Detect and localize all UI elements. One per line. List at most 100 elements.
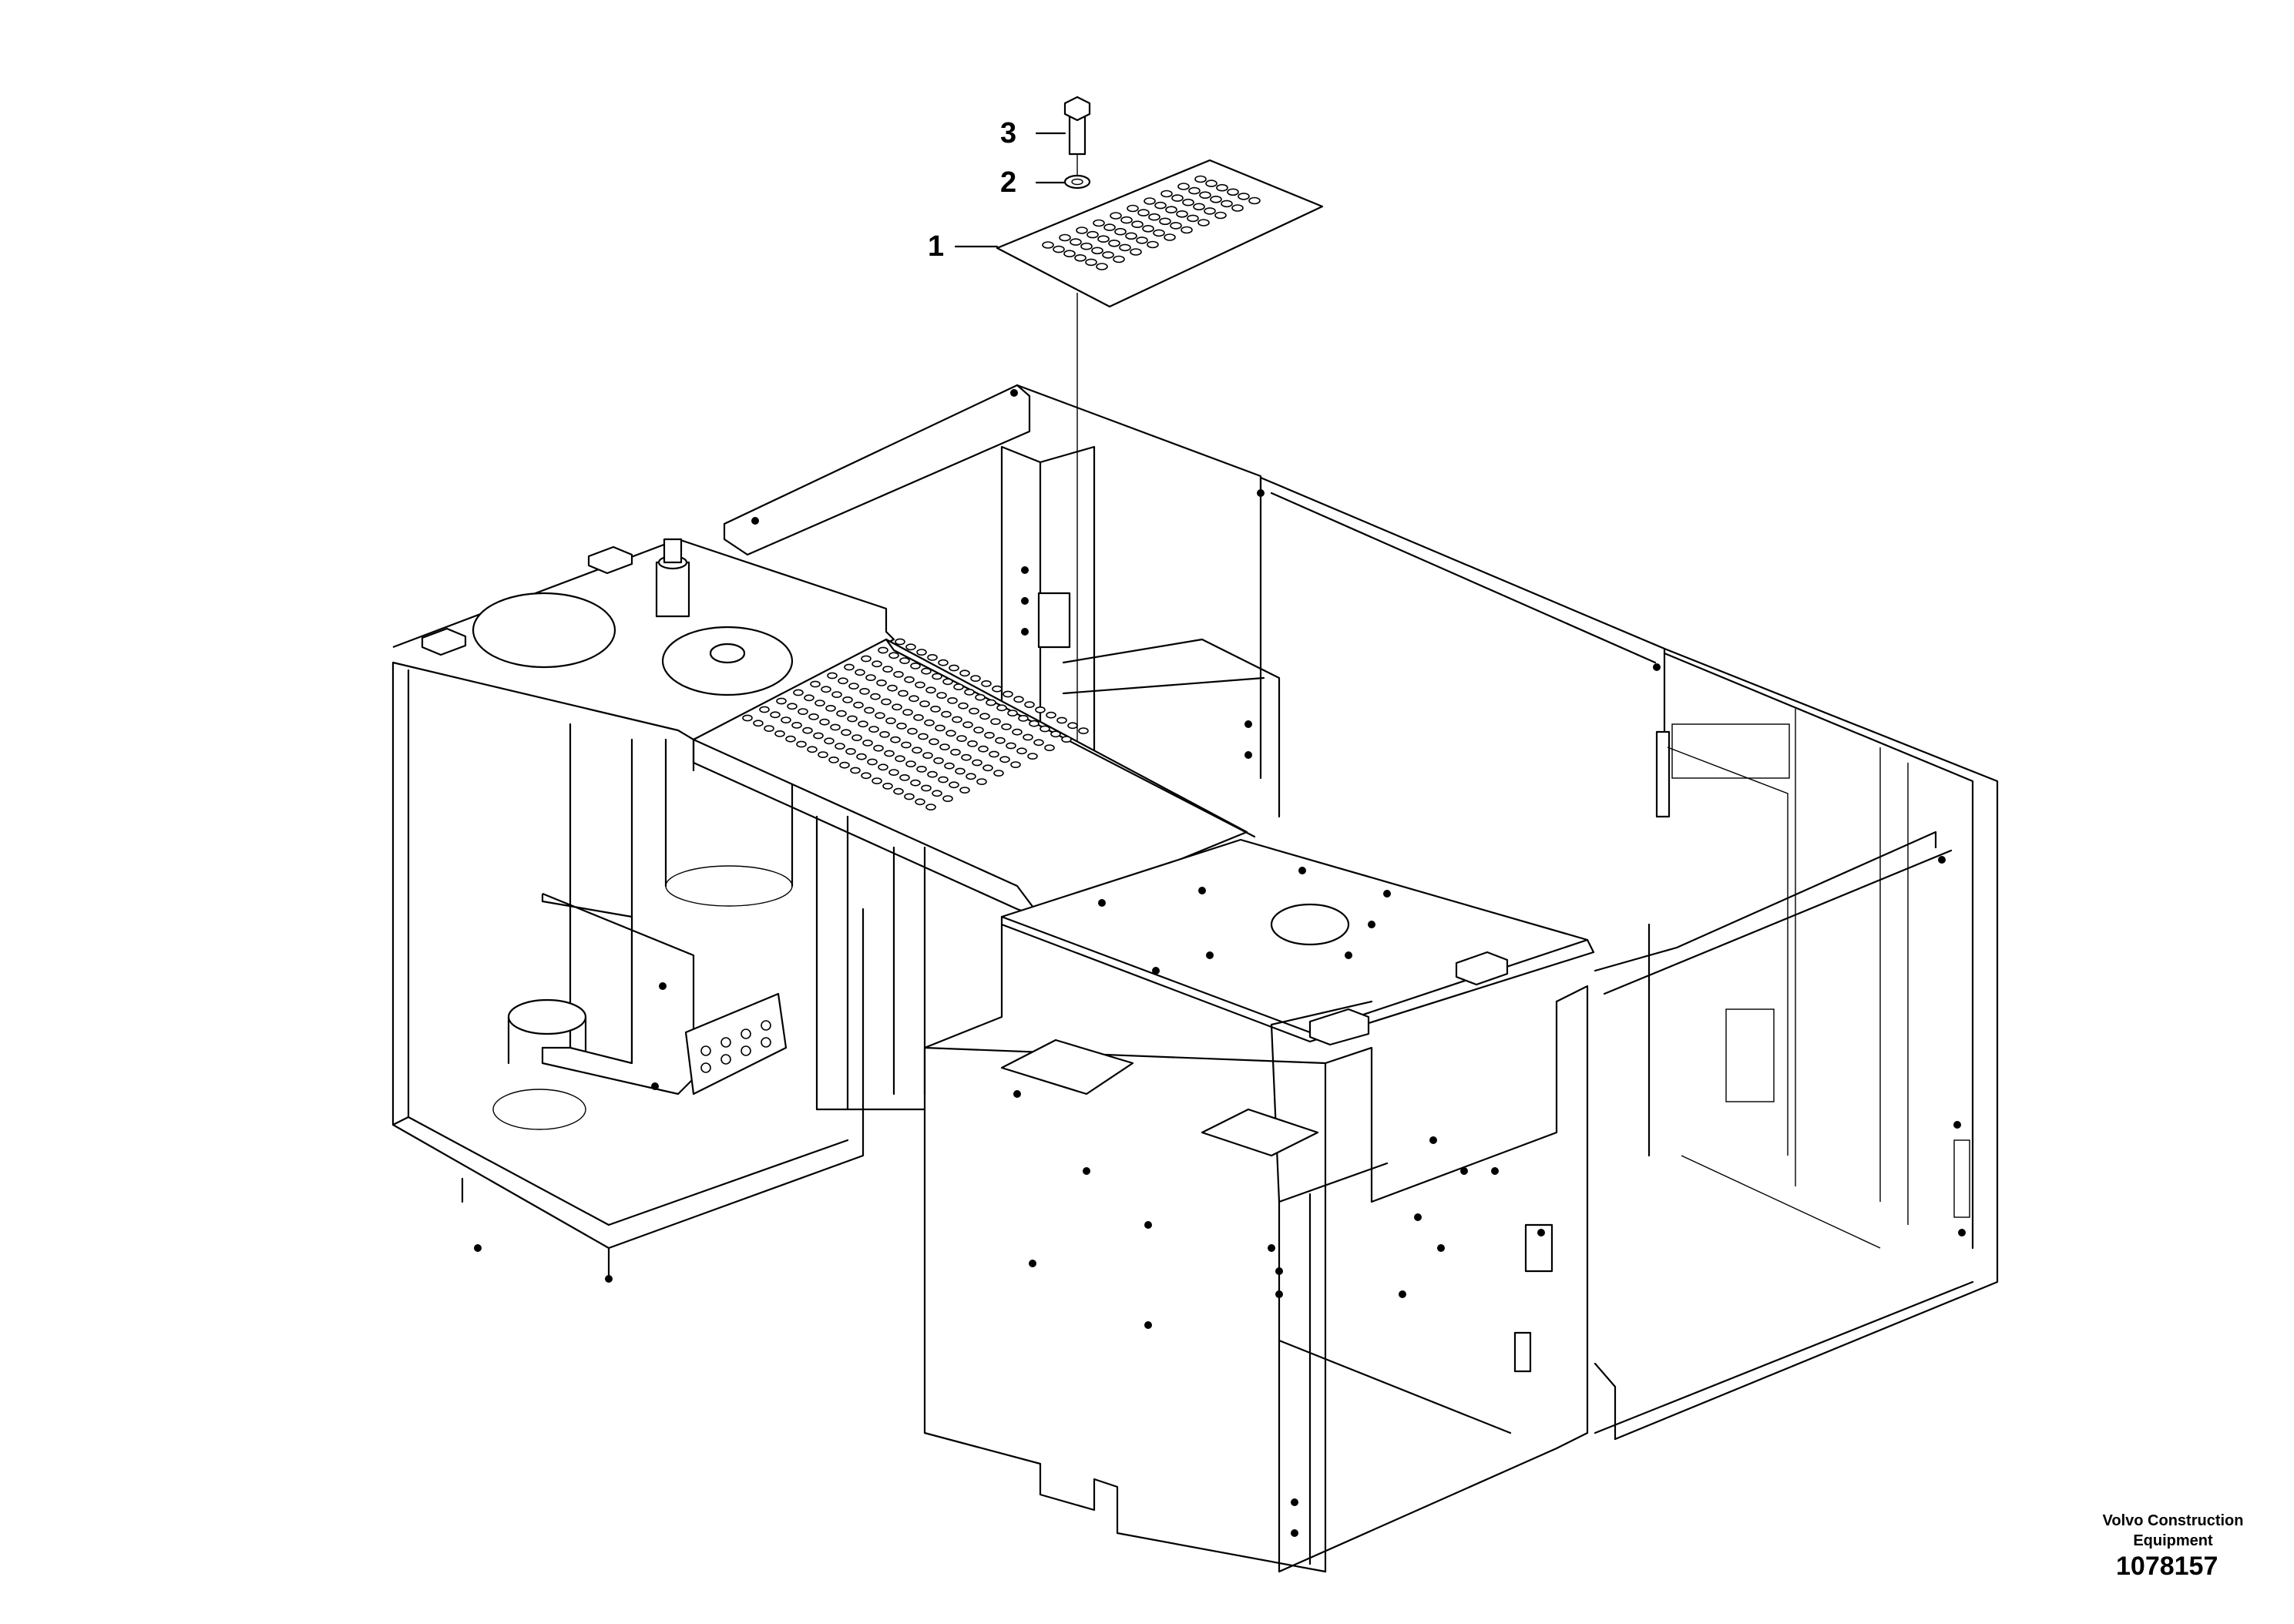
cover-hole <box>828 757 839 763</box>
cover-hole <box>890 736 901 743</box>
fastener-dot <box>1275 1290 1283 1298</box>
fastener-dot <box>1021 628 1029 636</box>
cover-hole <box>975 693 986 701</box>
cover-hole <box>989 750 999 758</box>
cover-hole <box>861 772 872 780</box>
cover-hole <box>972 759 982 767</box>
plate-hole <box>1248 196 1261 205</box>
fastener-dot <box>1021 597 1029 605</box>
fastener-dot <box>1291 1529 1298 1537</box>
cover-hole <box>882 666 893 673</box>
cover-hole <box>899 657 910 664</box>
cover-hole <box>910 663 921 669</box>
cover-hole <box>770 711 781 719</box>
cover-hole <box>793 689 804 696</box>
plate-hole <box>1153 229 1165 237</box>
fastener-dot <box>605 1275 613 1283</box>
cover-hole <box>895 638 905 646</box>
fastener-dot <box>1414 1213 1422 1221</box>
cover-hole <box>910 779 921 787</box>
callout-label-2: 2 <box>1000 166 1017 199</box>
cover-hole <box>938 659 949 666</box>
cover-hole <box>904 676 915 683</box>
cover-hole <box>841 729 851 737</box>
cover-hole <box>904 793 915 800</box>
cover-hole <box>944 762 955 770</box>
cover-hole <box>959 669 970 677</box>
bolt-part-3 <box>1063 96 1091 156</box>
fastener-dots <box>474 389 1966 1537</box>
cover-hole <box>888 652 899 659</box>
plate-hole <box>1210 195 1222 203</box>
plate-hole <box>1096 263 1108 270</box>
cover-hole <box>996 704 1007 712</box>
cover-hole <box>808 713 819 720</box>
cover-hole <box>916 649 927 656</box>
cover-hole <box>802 726 813 734</box>
plate-hole <box>1110 212 1122 220</box>
cover-hole <box>1046 711 1056 719</box>
fastener-dot <box>1244 751 1252 759</box>
bracket-hole <box>700 1045 711 1056</box>
fastener-dot <box>1291 1498 1298 1506</box>
cover-hole <box>807 746 818 753</box>
cover-hole <box>838 677 848 685</box>
plate-hole <box>1205 180 1218 187</box>
cover-hole <box>787 703 798 710</box>
cover-hole <box>1040 725 1050 733</box>
cover-hole <box>862 740 873 747</box>
plate-hole <box>1182 198 1194 206</box>
fastener-dot <box>1244 720 1252 728</box>
cover-hole <box>898 690 909 697</box>
cover-hole <box>1027 753 1038 760</box>
fastener-dot <box>1010 389 1018 397</box>
cover-hole <box>921 784 932 792</box>
drawing-number: 1078157 <box>2116 1552 2218 1581</box>
fastener-dot <box>1953 1121 1961 1129</box>
cover-hole <box>905 643 916 651</box>
fastener-dot <box>1460 1167 1468 1175</box>
plate-hole <box>1093 219 1105 227</box>
washer-part-2 <box>1063 174 1091 190</box>
cover-hole <box>810 680 821 688</box>
plate-hole <box>1171 194 1184 202</box>
cover-hole <box>1013 696 1024 703</box>
cover-hole <box>970 675 981 682</box>
cover-hole <box>929 738 939 746</box>
cover-hole <box>796 740 807 748</box>
cover-hole <box>835 743 845 750</box>
cover-hole <box>851 734 862 741</box>
cover-hole <box>1023 733 1033 741</box>
bracket-hole <box>761 1020 771 1031</box>
cover-hole <box>893 787 904 795</box>
cover-hole <box>949 781 959 789</box>
cover-hole <box>774 730 785 737</box>
cover-hole <box>819 718 830 726</box>
brand-line-1: Volvo Construction <box>2102 1512 2244 1529</box>
cover-hole <box>939 743 950 750</box>
cover-hole <box>1007 710 1018 716</box>
cover-hole <box>902 709 913 716</box>
fastener-dot <box>1257 489 1265 497</box>
plate-hole <box>1063 250 1076 258</box>
cover-hole <box>859 688 870 695</box>
cover-hole <box>919 700 930 707</box>
cover-hole <box>867 758 878 766</box>
cover-hole <box>942 795 953 802</box>
fastener-dot <box>1399 1290 1406 1298</box>
cover-hole <box>872 777 882 784</box>
cover-hole <box>927 654 938 661</box>
cover-hole <box>845 748 856 755</box>
cover-hole <box>986 699 996 706</box>
fastener-dot <box>1021 566 1029 574</box>
plate-hole <box>1108 239 1120 247</box>
plate-hole <box>1042 241 1054 249</box>
plate-hole <box>1204 207 1216 215</box>
cover-hole <box>876 679 887 686</box>
cover-hole <box>887 684 898 692</box>
cover-hole <box>1067 722 1078 730</box>
fastener-dot <box>1537 1229 1545 1236</box>
cover-hole <box>847 715 858 723</box>
cover-hole <box>1016 747 1027 755</box>
fastener-dot <box>1298 867 1306 874</box>
